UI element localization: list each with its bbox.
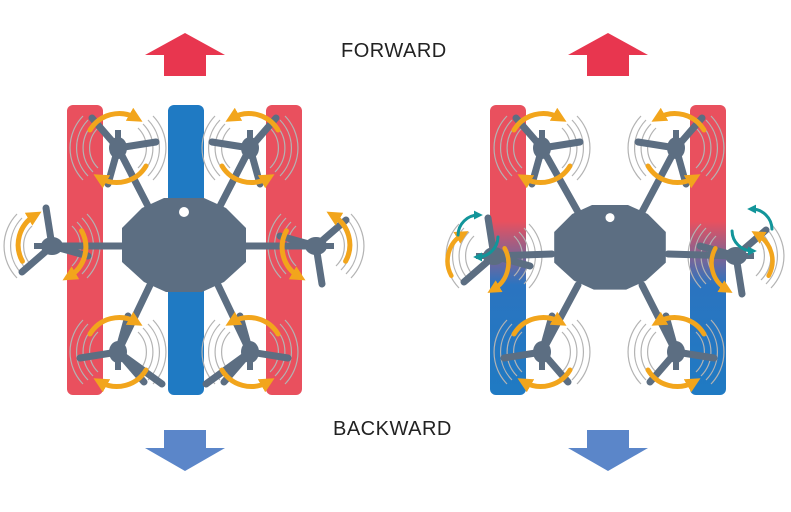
forward-label: FORWARD [341,40,447,62]
backward-arrow-right [568,430,648,471]
right-drone-body [554,205,666,290]
forward-arrow-left [145,33,225,76]
backward-label: BACKWARD [333,418,452,440]
left-drone-body [122,198,246,292]
backward-arrow-left [145,430,225,471]
forward-arrow-right [568,33,648,76]
